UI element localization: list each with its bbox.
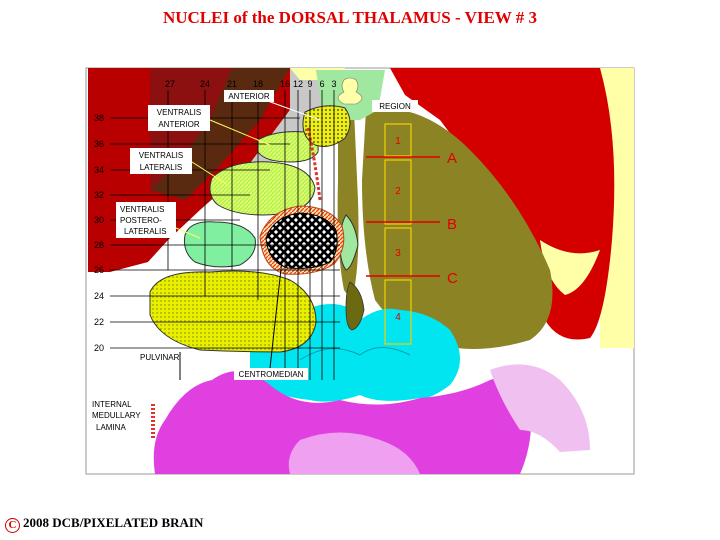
ventralis-lateralis-label: LATERALIS (140, 163, 183, 172)
ventralis-posterolateralis-label-box (116, 202, 176, 238)
top-number: 24 (200, 79, 210, 89)
cyan-contour (299, 347, 411, 361)
marker-a: A (447, 150, 457, 167)
centromedian-label-box (234, 368, 308, 380)
region-box-2 (384, 159, 412, 225)
ventralis-posterolateralis-nucleus (184, 221, 256, 268)
top-number: 27 (165, 79, 175, 89)
top-number: 12 (293, 79, 303, 89)
copyright-text: 2008 DCB/PIXELATED BRAIN (23, 515, 204, 530)
region-number: 4 (395, 312, 401, 323)
anterior-nucleus (302, 105, 351, 147)
ventralis-lateralis-leader (191, 161, 229, 186)
top-number: 3 (331, 79, 336, 89)
pulvinar-label: PULVINAR (140, 353, 180, 362)
ventralis-lateralis-label: VENTRALIS (139, 151, 183, 160)
left-number: 30 (94, 215, 104, 225)
region-box-4 (384, 279, 412, 345)
marker-b: B (447, 216, 457, 233)
pulvinar-nucleus (149, 270, 317, 353)
lamina-label: MEDULLARY (92, 411, 141, 420)
centromedian-label: CENTROMEDIAN (239, 370, 304, 379)
region-label: REGION (379, 102, 411, 111)
region-number: 3 (395, 248, 401, 259)
right-olive-thalamus (362, 108, 553, 349)
left-number: 22 (94, 317, 104, 327)
ventralis-anterior-label: ANTERIOR (158, 120, 200, 129)
top-number: 18 (253, 79, 263, 89)
top-number: 21 (227, 79, 237, 89)
top-number: 9 (307, 79, 312, 89)
left-number: 36 (94, 139, 104, 149)
ventralis-anterior-leader (209, 119, 271, 146)
ventralis-posterolateralis-leader (175, 227, 201, 239)
pink-region (490, 364, 590, 452)
ventralis-anterior-label-box (148, 105, 210, 131)
anterior-leader (264, 99, 321, 121)
ventralis-anterior-label: VENTRALIS (157, 108, 201, 117)
region-number: 2 (395, 186, 401, 197)
anterior-label: ANTERIOR (228, 92, 270, 101)
lamina-stripe (306, 127, 322, 201)
marker-c: C (447, 270, 458, 287)
right-cream-patch (540, 240, 600, 295)
left-number: 20 (94, 343, 104, 353)
region-label-box (372, 100, 418, 112)
ventralis-lateralis-label-box (130, 148, 192, 174)
lamina-label: INTERNAL (92, 400, 132, 409)
light-pink-region (288, 432, 420, 474)
ventralis-anterior-nucleus (257, 131, 319, 163)
midline-nucleus (345, 281, 365, 331)
lamina-legend-swatch (151, 402, 155, 438)
anterior-label-box (224, 90, 274, 102)
left-number: 32 (94, 190, 104, 200)
top-number: 6 (319, 79, 324, 89)
ventralis-posterolateralis-label: VENTRALIS (120, 205, 164, 214)
centromedian-leader (269, 259, 283, 369)
ventralis-posterolateralis-label: LATERALIS (124, 227, 167, 236)
page-title: NUCLEI of the DORSAL THALAMUS - VIEW # 3 (162, 8, 538, 27)
left-number: 34 (94, 165, 104, 175)
region-box-1 (384, 123, 412, 157)
ventralis-posterolateralis-label: POSTERO- (120, 216, 162, 225)
magenta-brainstem (153, 371, 532, 474)
lamina-label: LAMINA (96, 423, 126, 432)
left-number: 24 (94, 291, 104, 301)
top-number: 16 (280, 79, 290, 89)
left-number: 38 (94, 113, 104, 123)
region-number: 1 (395, 136, 401, 147)
left-number: 28 (94, 240, 104, 250)
left-number: 26 (94, 265, 104, 275)
copyright-icon: C (5, 518, 20, 533)
fornix-shape (337, 77, 363, 105)
